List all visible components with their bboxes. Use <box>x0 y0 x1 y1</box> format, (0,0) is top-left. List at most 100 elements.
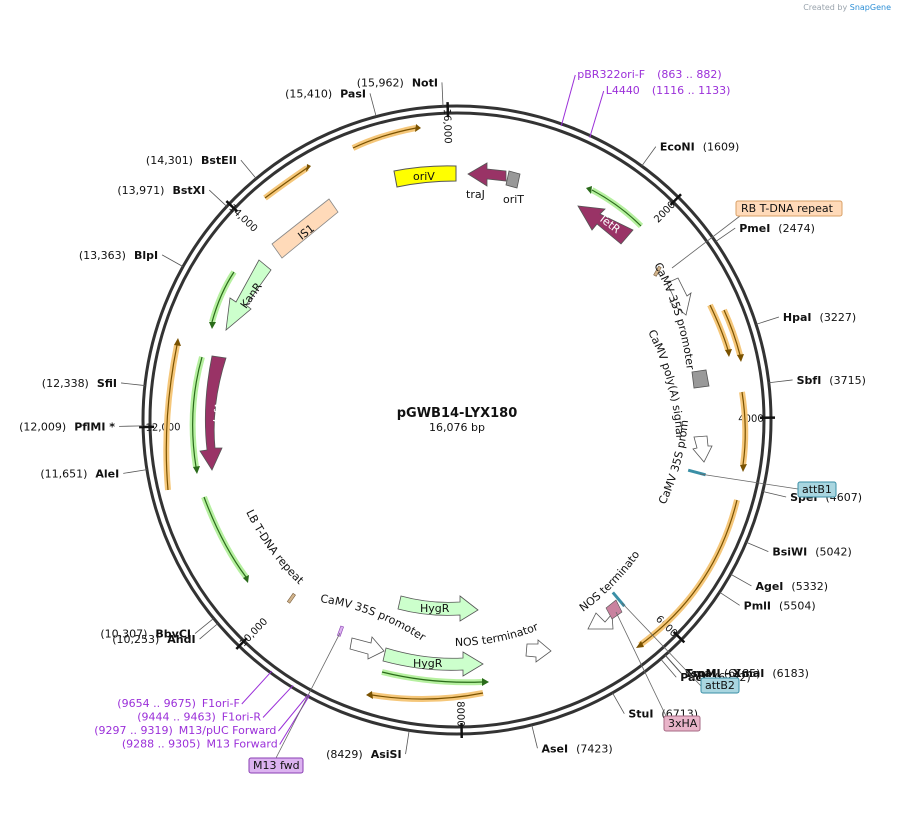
feature-HygR-1 <box>397 595 479 622</box>
tick-mark <box>672 630 686 644</box>
site-label: HpaI(3227) <box>783 311 856 324</box>
primer-line <box>589 90 605 138</box>
callout-attB2-label: attB2 <box>705 679 735 692</box>
site-line <box>664 654 682 674</box>
plasmid-name: pGWB14-LYX180 <box>397 406 518 421</box>
feature-traJ <box>467 162 507 187</box>
tick-mark <box>669 193 682 206</box>
site-label: (13,971)BstXI <box>117 184 205 197</box>
restriction-sites: EcoNI(1609) PmeI(2474) HpaI(3227) SbfI(3715… <box>19 76 866 761</box>
feature-label-lb-repeat: LB T-DNA repeat <box>243 508 306 588</box>
site-line <box>660 658 677 678</box>
primer-sites: pBR322ori-F(863 .. 882) L4440(1116 .. 113… <box>94 68 730 751</box>
site-label: (14,301)BstEII <box>146 154 237 167</box>
feature-label-HygR-1: HygR <box>420 602 450 615</box>
arc-green-left3 <box>201 495 249 579</box>
credit-prefix: Created by <box>803 3 848 12</box>
feature-nos-terminator-arrow-1 <box>587 612 614 630</box>
primer-line <box>279 694 311 745</box>
site-label: (12,338)SfiI <box>42 377 117 390</box>
site-label: EcoNI(1609) <box>660 141 739 154</box>
feature-arcs <box>163 124 749 703</box>
site-label: AgeI(5332) <box>755 580 828 593</box>
arc-orange-top <box>351 125 417 151</box>
site-line <box>719 591 740 606</box>
site-label: SbfI(3715) <box>797 374 866 387</box>
tick-label: 14,000 <box>226 203 259 235</box>
tick-label: 8000 <box>454 701 465 727</box>
feature-nos-terminator-arrow-2 <box>525 639 552 663</box>
primer-label: (9444 .. 9463)F1ori-R <box>137 711 261 724</box>
tick-label: 12,000 <box>145 422 180 434</box>
primer-line <box>560 74 576 127</box>
site-line <box>746 541 769 552</box>
callout-3xHA <box>663 715 701 732</box>
plasmid-size: 16,076 bp <box>429 421 485 434</box>
feature-KanR <box>225 259 272 331</box>
feature-TetR <box>577 205 634 245</box>
site-label: AseI(7423) <box>541 742 612 755</box>
features: oriV traJ oriT TetR IS1 KanR trfA HygR H… <box>0 0 713 677</box>
site-label: PmeI(2474) <box>739 222 815 235</box>
site-line <box>208 189 228 207</box>
primer-label: (9288 .. 9305)M13 Forward <box>122 738 278 751</box>
site-label: (15,410)PasI <box>285 87 366 100</box>
callouts: RB T-DNA repeat attB1 attB2 3xHA M13 fwd <box>248 200 843 774</box>
site-label: BsiWI(5042) <box>772 546 852 559</box>
feature-oriT <box>505 170 521 189</box>
callout-attB2 <box>700 677 740 694</box>
feature-trfA <box>199 355 227 471</box>
feature-label-traJ: traJ <box>466 188 485 201</box>
site-line <box>120 382 145 386</box>
primer-label: L4440(1116 .. 1133) <box>606 84 731 97</box>
primer-line <box>241 670 273 705</box>
feature-camv-promoter-arrow-3 <box>349 636 385 660</box>
primer-label: (9654 .. 9675)F1ori-F <box>117 697 240 710</box>
primer-label: pBR322ori-F(863 .. 882) <box>577 68 721 81</box>
feature-attb1-mark <box>687 468 706 477</box>
feature-m13-mark <box>336 625 344 637</box>
site-label: (8429)AsiSI <box>326 748 401 761</box>
feature-oriV <box>393 165 457 188</box>
primer-line <box>278 694 309 732</box>
tick-mark <box>225 200 239 213</box>
backbone <box>141 104 773 736</box>
site-line <box>715 227 736 243</box>
tick-mark <box>235 637 248 650</box>
feature-label-HygR-2: HygR <box>413 657 443 670</box>
callout-3xHA-label: 3xHA <box>668 717 698 730</box>
site-line <box>369 93 377 117</box>
site-label: TspMI - XmaI(6183) <box>685 667 809 680</box>
feature-lb-repeat-mark <box>286 592 296 604</box>
tick-label: 10,000 <box>238 616 270 649</box>
site-label: (15,962)NotI <box>357 76 438 89</box>
site-line <box>531 724 538 749</box>
feature-IS1 <box>271 198 339 259</box>
site-label: (10,307)BbvCI <box>100 628 191 641</box>
callout-m13-fwd-label: M13 fwd <box>253 759 300 772</box>
callout-attB1-label: attB1 <box>802 483 832 496</box>
feature-camv-promoter-arrow-2 <box>692 435 713 463</box>
feature-camv-promoter-arrow-1 <box>666 277 692 316</box>
callout-rb-repeat <box>735 200 843 217</box>
site-label: (13,363)BlpI <box>79 249 158 262</box>
site-line <box>161 254 184 267</box>
callout-rb-repeat-label: RB T-DNA repeat <box>741 202 834 215</box>
site-line <box>123 469 148 474</box>
site-line <box>194 618 214 634</box>
site-line <box>612 692 625 714</box>
feature-rb-repeat-mark <box>653 265 662 277</box>
feature-label-oriV: oriV <box>413 170 435 183</box>
site-label: (10,253)AhdI <box>112 633 195 646</box>
feature-label-trfA: trfA <box>211 401 227 423</box>
primer-line <box>262 685 294 718</box>
site-line <box>240 159 257 179</box>
site-line <box>755 316 780 325</box>
callout-attB1 <box>797 481 837 498</box>
tick-label: 4000 <box>738 414 764 425</box>
site-line <box>768 379 793 384</box>
site-line <box>730 573 752 587</box>
feature-HygR-2 <box>382 647 484 677</box>
feature-label-oriT: oriT <box>503 193 524 206</box>
